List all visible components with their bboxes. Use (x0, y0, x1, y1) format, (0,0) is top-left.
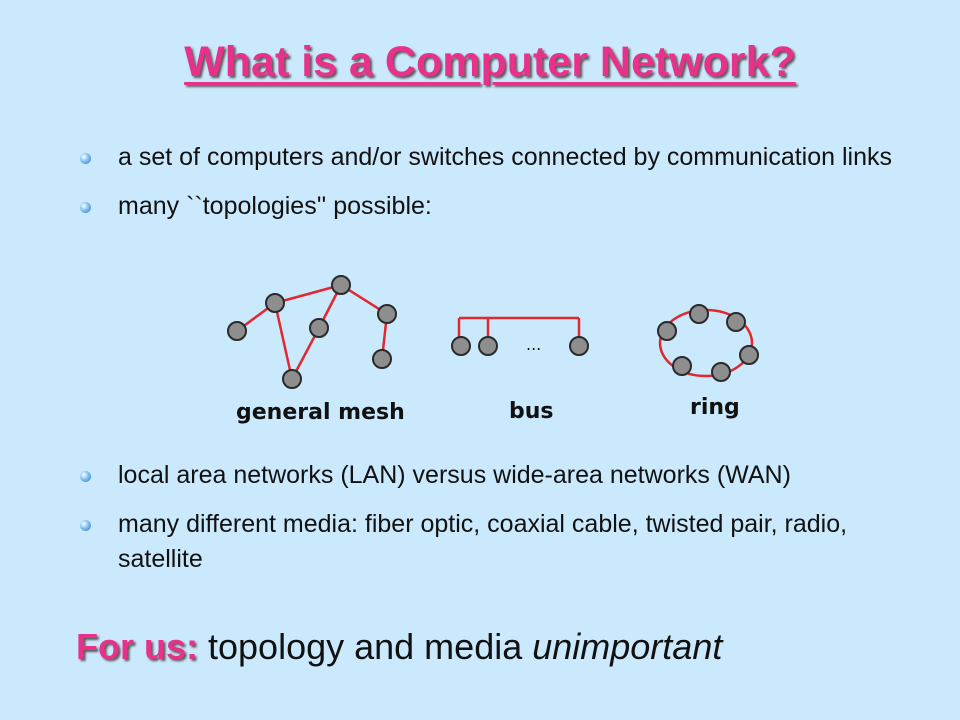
bullet-list-bottom: local area networks (LAN) versus wide-ar… (80, 458, 900, 591)
ring-node (711, 362, 731, 382)
bullet-icon (80, 202, 91, 213)
bus-ellipsis: ... (526, 335, 541, 354)
bullet-icon (80, 153, 91, 164)
mesh-node (282, 369, 302, 389)
bullet-icon (80, 520, 91, 531)
mesh-link (380, 313, 389, 360)
bus-node (478, 336, 498, 356)
mesh-link (290, 327, 321, 380)
mesh-node (227, 321, 247, 341)
ring-link (658, 308, 754, 378)
mesh-link (236, 301, 276, 333)
bullet-item: local area networks (LAN) versus wide-ar… (80, 458, 900, 493)
ring-topology: ring (657, 304, 759, 420)
bullet-item: many different media: fiber optic, coaxi… (80, 507, 900, 577)
bullet-text: a set of computers and/or switches conne… (118, 143, 892, 171)
bullet-text: many different media: fiber optic, coaxi… (118, 510, 848, 573)
mesh-link (340, 283, 388, 316)
ring-node (672, 356, 692, 376)
footer-text: topology and media (198, 626, 533, 667)
mesh-label: general mesh (236, 400, 405, 425)
bullet-item: a set of computers and/or switches conne… (80, 140, 900, 175)
bullet-text: many ``topologies'' possible: (118, 192, 432, 220)
footer-lead: For us: (76, 626, 198, 667)
ring-node (657, 321, 677, 341)
mesh-node (331, 275, 351, 295)
bullet-icon (80, 471, 91, 482)
ring-node (689, 304, 709, 324)
bus-topology: ... bus (451, 316, 589, 424)
slide-title: What is a Computer Network? (184, 38, 796, 86)
mesh-node (372, 349, 392, 369)
mesh-node (309, 318, 329, 338)
ring-node (726, 312, 746, 332)
bus-node (451, 336, 471, 356)
mesh-node (265, 293, 285, 313)
mesh-link (273, 302, 294, 380)
ring-node (739, 345, 759, 365)
bullet-item: many ``topologies'' possible: (80, 189, 900, 224)
footer-emphasis: unimportant (532, 626, 723, 667)
mesh-link (317, 284, 343, 329)
bullet-list-top: a set of computers and/or switches conne… (80, 140, 900, 238)
bus-label: bus (509, 399, 554, 424)
bullet-text: local area networks (LAN) versus wide-ar… (118, 461, 791, 489)
mesh-node (377, 304, 397, 324)
mesh-link (274, 283, 342, 305)
ring-label: ring (690, 395, 740, 420)
mesh-topology: general mesh (227, 275, 405, 425)
bus-node (569, 336, 589, 356)
footer-statement: For us: topology and media unimportant (76, 626, 722, 668)
